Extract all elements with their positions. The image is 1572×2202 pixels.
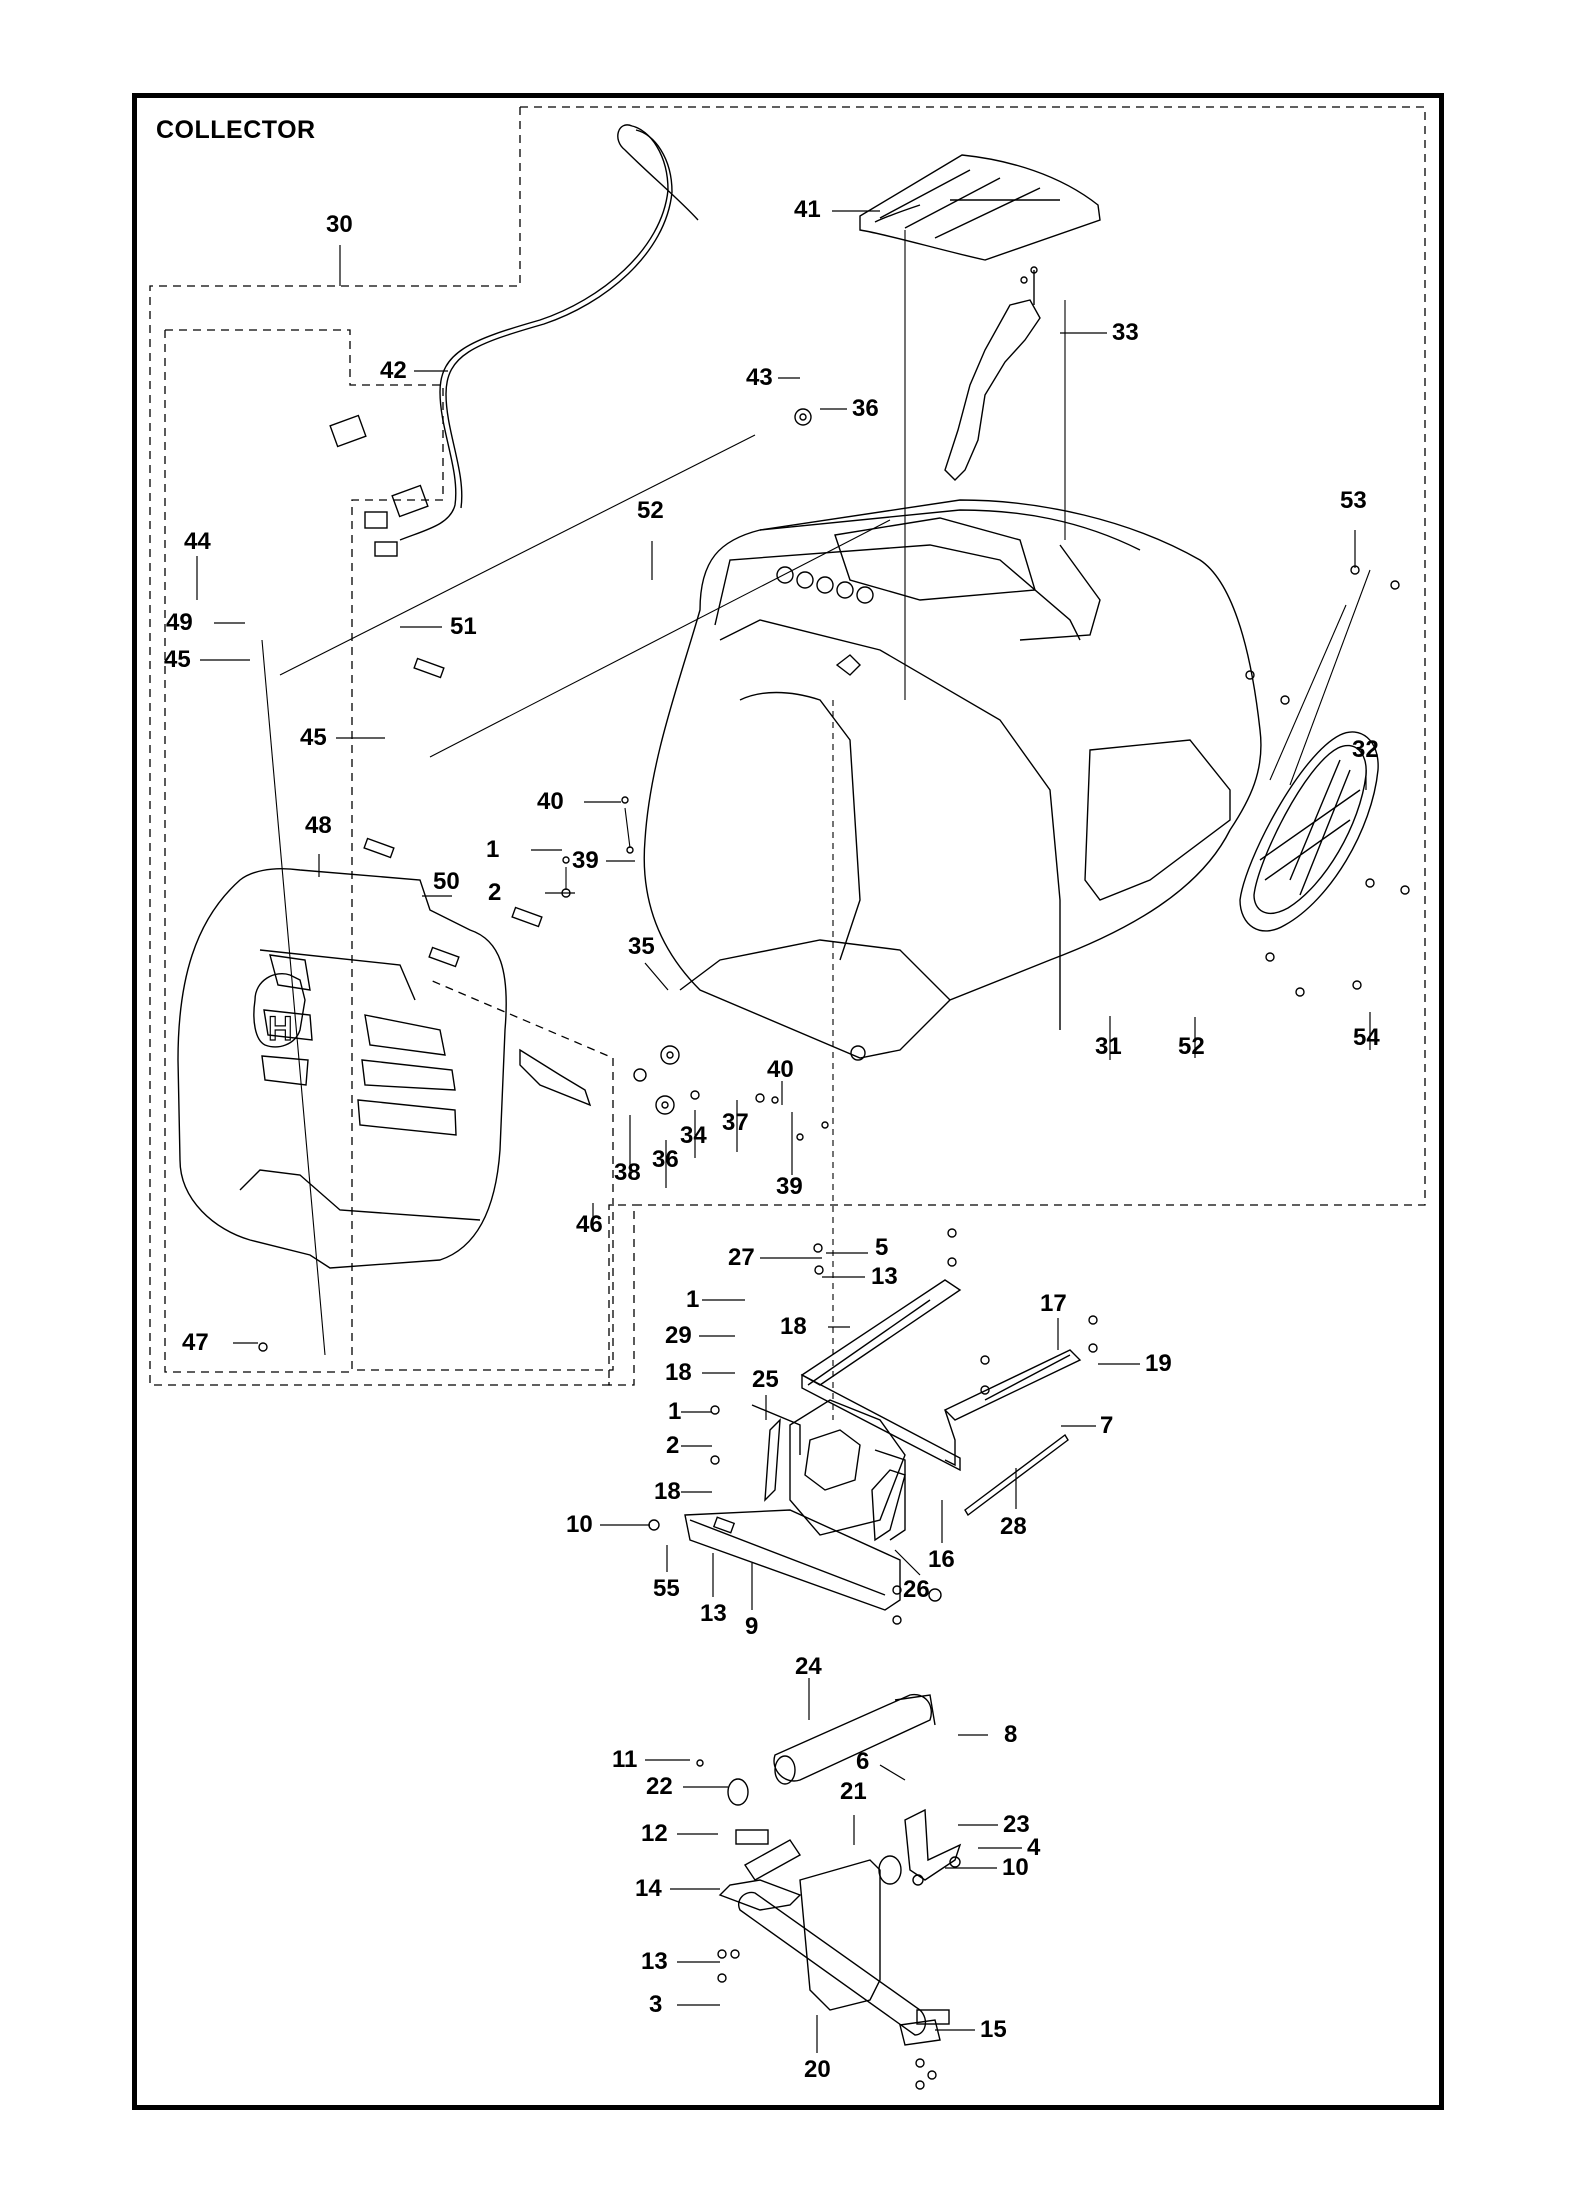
part-26-bracket — [871, 1469, 906, 1542]
callout-45-lower: 45 — [300, 724, 327, 751]
callout-28: 28 — [1000, 1513, 1027, 1540]
part-23-bracket — [904, 1808, 962, 1881]
callout-37: 37 — [722, 1109, 749, 1136]
part-31-collector-body — [643, 499, 1262, 1061]
callout-29: 29 — [665, 1322, 692, 1349]
callout-39-upper: 39 — [572, 847, 599, 874]
part-25-bracket — [751, 1404, 801, 1502]
group-30-boundary — [520, 106, 1426, 1386]
callout-6: 6 — [856, 1748, 870, 1775]
callout-36-lower: 36 — [652, 1146, 679, 1173]
part-44-front-cover: H — [177, 868, 507, 1269]
diagram-title: COLLECTOR — [156, 116, 316, 144]
callout-38: 38 — [614, 1159, 641, 1186]
group-44-boundary — [164, 329, 614, 1373]
callout-13-middle: 13 — [700, 1600, 727, 1627]
callout-48: 48 — [305, 812, 332, 839]
part-9-crossbar — [684, 1399, 906, 1611]
callout-3: 3 — [649, 1991, 663, 2018]
callout-19: 19 — [1145, 1350, 1172, 1377]
callout-23: 23 — [1003, 1811, 1030, 1838]
cable-42-part — [364, 124, 699, 557]
callout-40-upper: 40 — [537, 788, 564, 815]
callout-50: 50 — [433, 868, 460, 895]
callout-11: 11 — [612, 1746, 638, 1773]
callout-52-top: 52 — [637, 497, 664, 524]
callout-35: 35 — [628, 933, 655, 960]
callout-32: 32 — [1352, 736, 1379, 763]
callout-40-lower: 40 — [767, 1056, 794, 1083]
callout-20: 20 — [804, 2056, 831, 2083]
callout-30: 30 — [326, 211, 353, 238]
callout-1-lower: 1 — [668, 1398, 682, 1425]
callout-51: 51 — [450, 613, 477, 640]
callout-53: 53 — [1340, 487, 1367, 514]
callout-52-right: 52 — [1178, 1033, 1205, 1060]
callout-2-lower: 2 — [666, 1432, 680, 1459]
hardware-parts — [258, 408, 1410, 2090]
callout-4: 4 — [1027, 1834, 1041, 1861]
callout-43: 43 — [746, 364, 773, 391]
callout-33: 33 — [1112, 319, 1139, 346]
callout-49: 49 — [166, 609, 193, 636]
callout-18-lower: 18 — [654, 1478, 681, 1505]
callout-47: 47 — [182, 1329, 209, 1356]
svg-text:H: H — [268, 1010, 293, 1048]
part-20-arm — [718, 1839, 941, 2046]
callout-24: 24 — [795, 1653, 822, 1680]
callout-55: 55 — [653, 1575, 680, 1602]
callout-46: 46 — [576, 1211, 603, 1238]
callout-1-middle: 1 — [686, 1286, 700, 1313]
callout-17: 17 — [1040, 1290, 1067, 1317]
callout-2-upper: 2 — [488, 879, 502, 906]
callout-44: 44 — [184, 528, 211, 555]
callout-13-lower: 13 — [641, 1948, 668, 1975]
callout-16: 16 — [928, 1546, 955, 1573]
part-24-cylinder — [773, 1693, 936, 1785]
callout-7: 7 — [1100, 1412, 1114, 1439]
part-28-rod — [964, 1433, 1069, 1517]
callout-42: 42 — [380, 357, 407, 384]
part-17-frame — [800, 1279, 1082, 1472]
callout-22: 22 — [646, 1773, 673, 1800]
callout-12: 12 — [641, 1820, 668, 1847]
group-30-upper-step — [149, 107, 634, 1386]
callout-54: 54 — [1353, 1024, 1380, 1051]
callout-9: 9 — [745, 1613, 759, 1640]
callout-34: 34 — [680, 1122, 707, 1149]
callout-8: 8 — [1004, 1721, 1018, 1748]
group-boundaries — [149, 106, 1426, 1386]
callout-39-lower: 39 — [776, 1173, 803, 1200]
part-22-roller — [727, 1778, 902, 1885]
callout-45-upper: 45 — [164, 646, 191, 673]
callout-41: 41 — [794, 196, 821, 223]
callout-25: 25 — [752, 1366, 779, 1393]
callout-10-lower: 10 — [1002, 1854, 1029, 1881]
callout-36-top: 36 — [852, 395, 879, 422]
callout-10-upper: 10 — [566, 1511, 593, 1538]
callout-13-upper: 13 — [871, 1263, 898, 1290]
callout-31: 31 — [1095, 1033, 1122, 1060]
callout-27: 27 — [728, 1244, 755, 1271]
callout-1-upper: 1 — [486, 836, 500, 863]
leader-lines — [196, 210, 1371, 2053]
callout-26: 26 — [903, 1576, 930, 1603]
part-41-grille — [859, 154, 1101, 261]
callout-18-upper: 18 — [780, 1313, 807, 1340]
assembly-lines — [261, 230, 1371, 1420]
diagram-frame — [132, 93, 1444, 2110]
callout-5: 5 — [875, 1234, 889, 1261]
callout-18-middle: 18 — [665, 1359, 692, 1386]
callout-15: 15 — [980, 2016, 1007, 2043]
callout-21: 21 — [840, 1778, 867, 1805]
callout-14: 14 — [635, 1875, 662, 1902]
part-33-lever — [944, 266, 1041, 481]
